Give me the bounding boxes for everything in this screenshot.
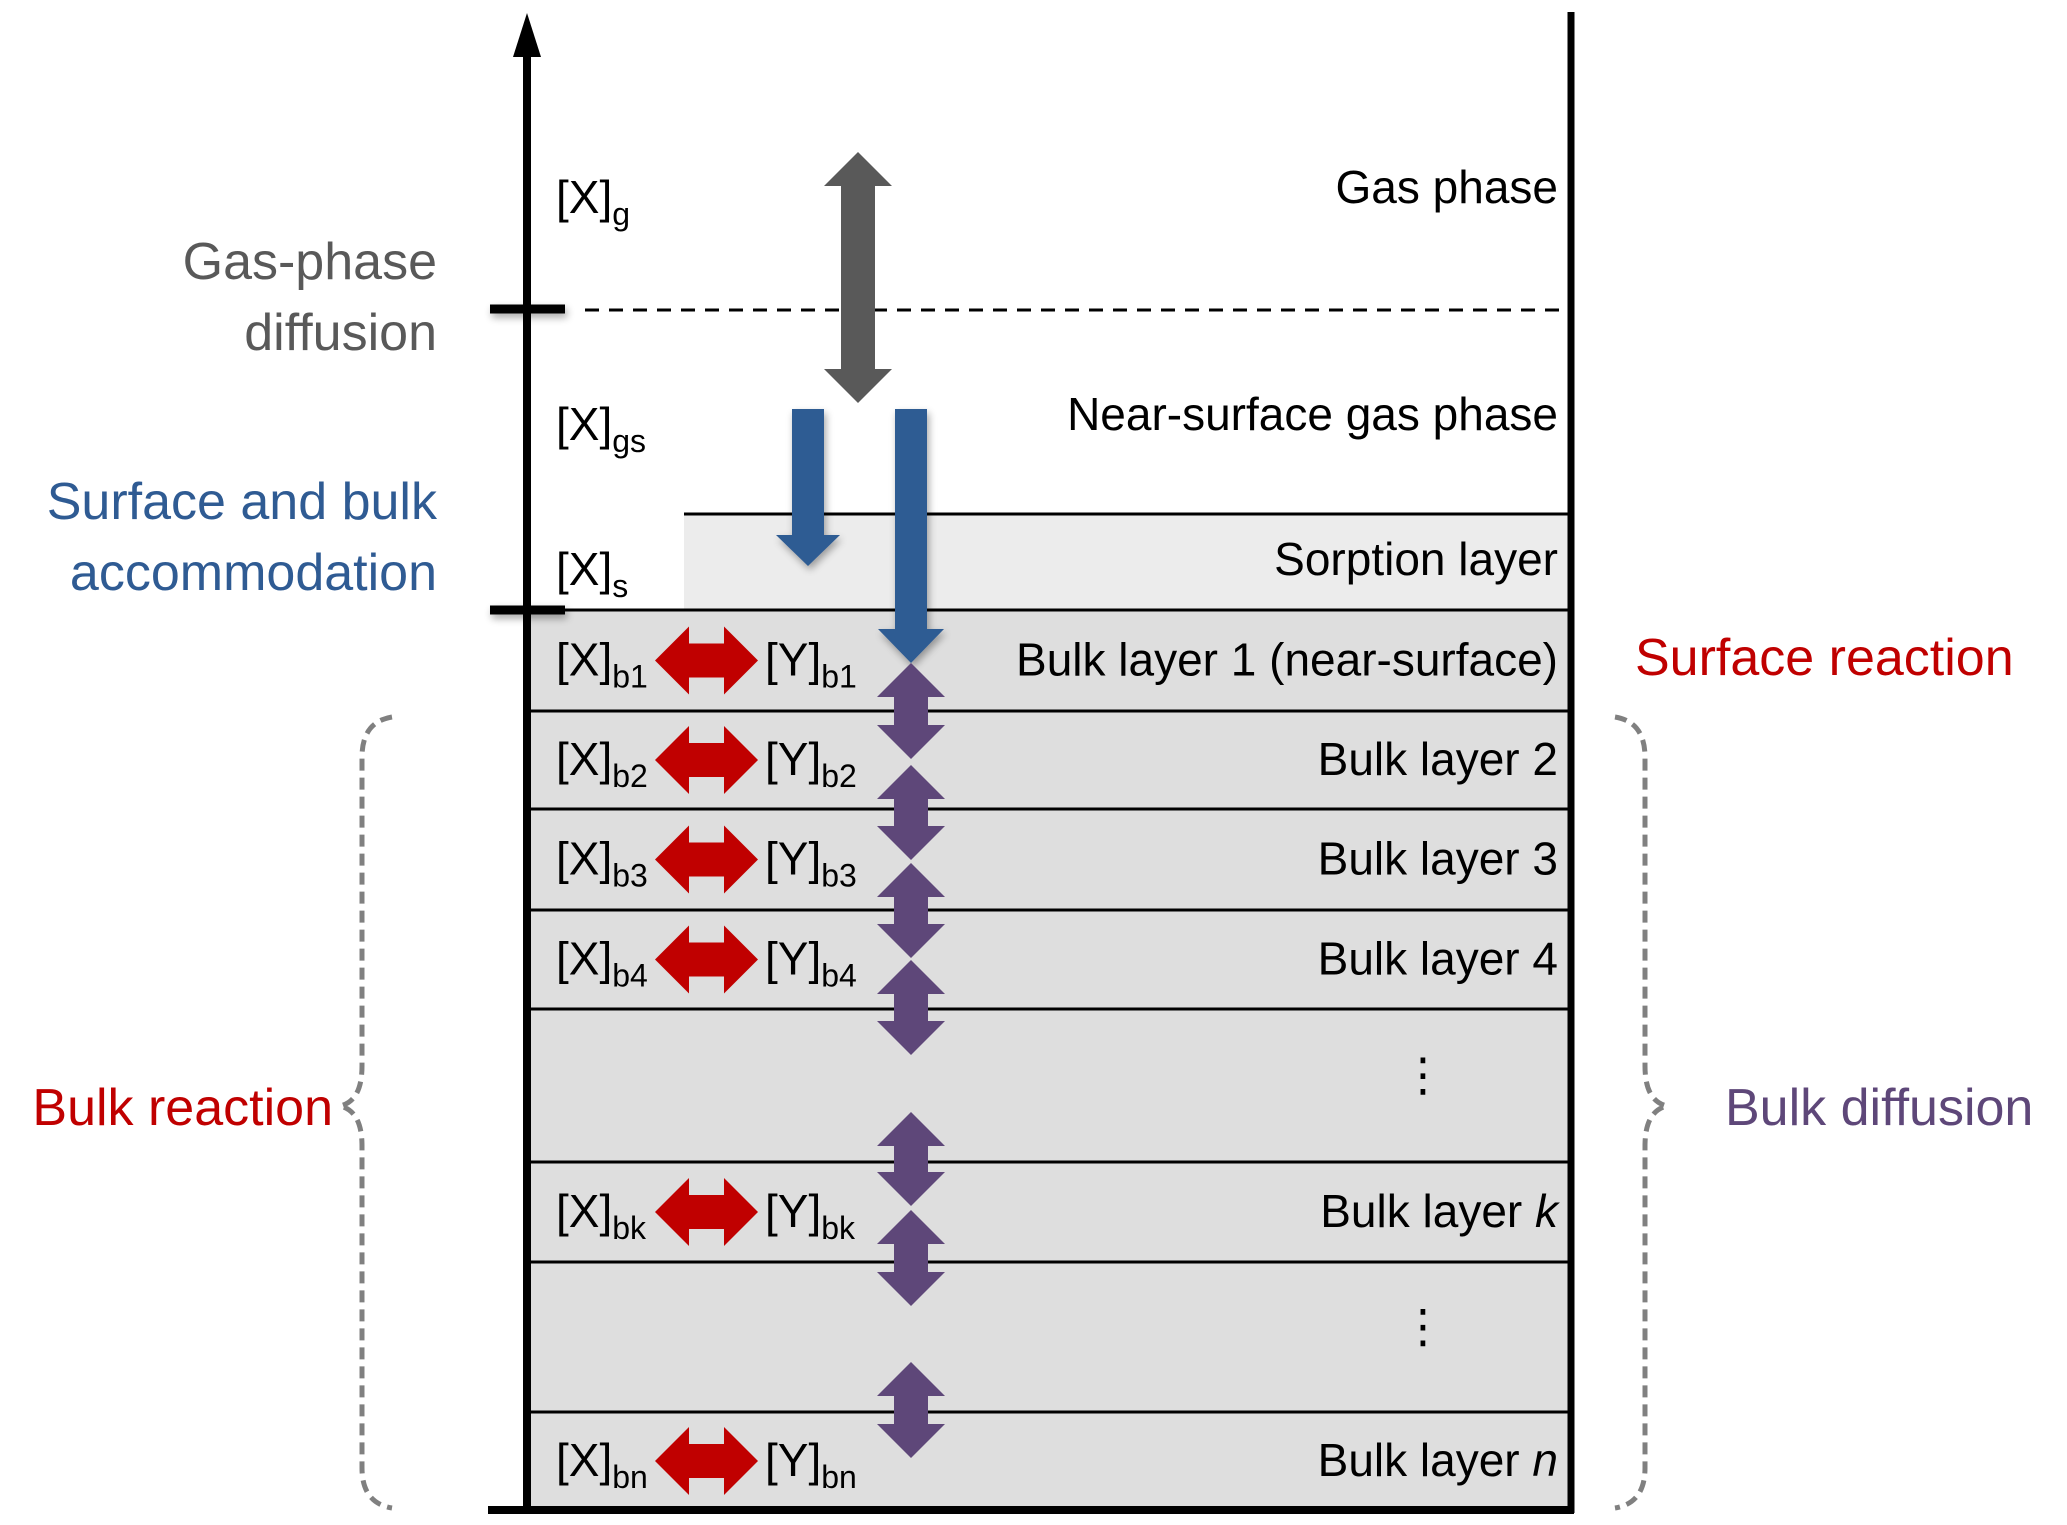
svg-text:[Y]bk: [Y]bk <box>765 1185 856 1246</box>
gas-phase-diffusion-label: Gas-phase <box>183 233 437 291</box>
bulk-reaction-brace <box>339 714 393 1511</box>
bulk-layer-label: Bulk layer 4 <box>1318 933 1558 985</box>
bulk-layer-label: Bulk layer 1 (near-surface) <box>1016 634 1558 686</box>
svg-text:[X]b4: [X]b4 <box>556 933 648 994</box>
compartment-label-sorption: Sorption layer <box>1274 533 1558 585</box>
reaction-arrow-icon <box>655 1427 758 1495</box>
surface-reaction-label: Surface reaction <box>1635 629 2014 687</box>
concentration-y-bulk: [Y]bk <box>765 1185 856 1246</box>
svg-text:[X]gs: [X]gs <box>556 398 646 459</box>
concentration-gas: [X]g <box>556 171 630 232</box>
sorption-layer-fill <box>684 514 1568 610</box>
svg-text:[X]b2: [X]b2 <box>556 733 648 794</box>
bulk-diffusion-arrow-icon <box>877 765 945 860</box>
concentration-y-bulk: [Y]b3 <box>765 833 857 894</box>
reaction-arrow-icon <box>655 925 758 994</box>
concentration-x-bulk: [X]b3 <box>556 833 648 894</box>
concentration-x-bulk: [X]b4 <box>556 933 648 994</box>
bulk-diffusion-arrow-icon <box>877 1112 945 1206</box>
bulk-diffusion-arrow-icon <box>877 863 945 958</box>
gas-phase-diffusion-arrow-icon <box>824 152 892 403</box>
concentration-x-bulk: [X]b2 <box>556 733 648 794</box>
svg-text:[X]g: [X]g <box>556 171 630 232</box>
svg-text:[X]b1: [X]b1 <box>556 634 648 695</box>
concentration-near-surface-gas: [X]gs <box>556 398 646 459</box>
bulk-layer-fill <box>531 1262 1568 1412</box>
svg-text:[Y]bn: [Y]bn <box>765 1434 857 1495</box>
svg-text:[X]b3: [X]b3 <box>556 833 648 894</box>
concentration-x-bulk: [X]bk <box>556 1185 647 1246</box>
svg-text:[Y]b1: [Y]b1 <box>765 634 857 695</box>
bulk-layer-label: Bulk layer 3 <box>1318 833 1558 885</box>
reaction-arrow-icon <box>655 1178 758 1246</box>
concentration-x-bulk: [X]bn <box>556 1434 648 1495</box>
layer-boundaries <box>531 512 1568 1414</box>
bulk-accommodation-arrow-icon <box>878 409 944 663</box>
reaction-arrow-icon <box>655 626 758 695</box>
svg-text:[Y]b2: [Y]b2 <box>765 733 857 794</box>
gas-phase-diffusion-label-line2: diffusion <box>244 304 437 362</box>
svg-text:[X]s: [X]s <box>556 543 628 604</box>
reaction-arrow-icon <box>655 726 758 794</box>
bulk-layer-fill <box>531 1009 1568 1162</box>
concentration-y-bulk: [Y]b1 <box>765 634 857 695</box>
concentration-y-bulk: [Y]b2 <box>765 733 857 794</box>
concentration-sorption: [X]s <box>556 543 628 604</box>
bulk-diffusion-arrow-icon <box>877 1362 945 1458</box>
bulk-layer-label: Bulk layer 2 <box>1318 733 1558 785</box>
bulk-diffusion-brace <box>1614 714 1668 1511</box>
bulk-diffusion-arrow-icon <box>877 1210 945 1306</box>
bulk-diffusion-arrow-icon <box>877 960 945 1055</box>
reaction-arrow-icon <box>655 825 758 894</box>
ellipsis-icon: ⋮ <box>1400 1049 1446 1101</box>
surface-accommodation-arrow-icon <box>776 409 840 566</box>
accommodation-label-line2: accommodation <box>70 544 437 602</box>
concentration-y-bulk: [Y]bn <box>765 1434 857 1495</box>
bulk-reaction-label: Bulk reaction <box>32 1079 333 1137</box>
concentration-y-bulk: [Y]b4 <box>765 933 857 994</box>
svg-text:[X]bk: [X]bk <box>556 1185 647 1246</box>
bulk-diffusion-label: Bulk diffusion <box>1725 1079 2033 1137</box>
svg-text:[Y]b3: [Y]b3 <box>765 833 857 894</box>
compartment-label-gas: Gas phase <box>1336 161 1558 213</box>
svg-text:[Y]b4: [Y]b4 <box>765 933 857 994</box>
axis-arrowhead-icon <box>513 13 541 57</box>
bulk-diffusion-arrow-icon <box>877 663 945 759</box>
ellipsis-icon: ⋮ <box>1400 1300 1446 1352</box>
svg-text:[X]bn: [X]bn <box>556 1434 648 1495</box>
accommodation-label: Surface and bulk <box>47 473 438 531</box>
bulk-layer-label: Bulk layer n <box>1318 1434 1558 1486</box>
concentration-x-bulk: [X]b1 <box>556 634 648 695</box>
compartment-label-near-surface-gas: Near-surface gas phase <box>1067 388 1558 440</box>
bulk-layer-label: Bulk layer k <box>1320 1185 1560 1237</box>
